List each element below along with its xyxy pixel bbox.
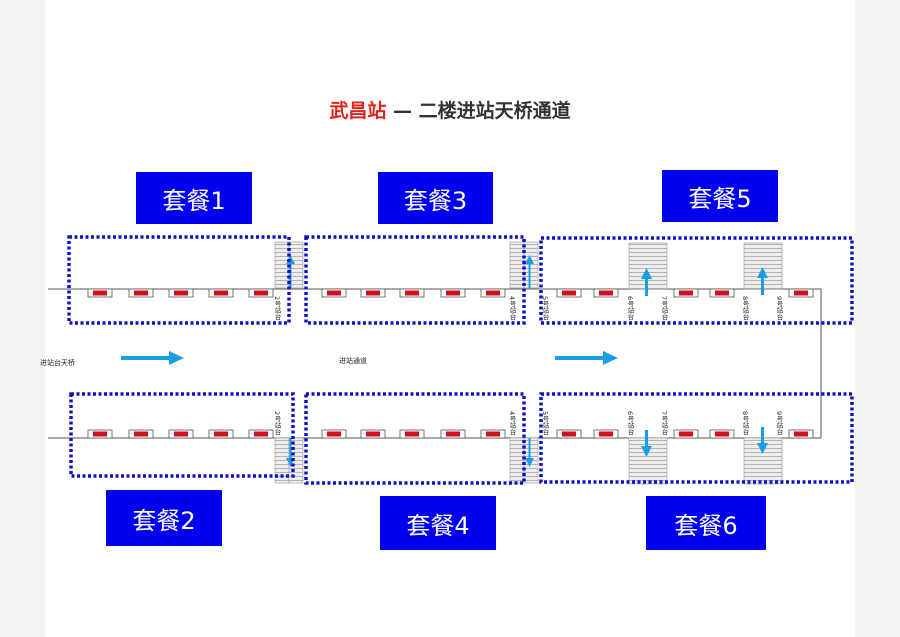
shop-unit-fill (327, 431, 341, 437)
bottom-shop-units (87, 429, 814, 439)
title-station-name: 武昌站 (329, 100, 387, 122)
package-3-outline (304, 235, 526, 325)
arrow-right-icon (121, 351, 184, 365)
shop-unit-fill (679, 290, 693, 296)
shop-unit-fill (174, 290, 188, 296)
shop-unit-fill (486, 431, 500, 437)
shop-unit-fill (405, 431, 419, 437)
shop-unit-fill (134, 431, 148, 437)
arrow-up-icon (641, 268, 652, 296)
package-2-outline (69, 392, 295, 478)
title-rest: — 二楼进站天桥通道 (386, 100, 571, 122)
shop-unit-fill (254, 431, 268, 437)
arrow-up-icon (525, 255, 534, 288)
top-shop-units (87, 288, 814, 298)
arrow-down-icon (757, 427, 768, 454)
stair-label-top-9: 9号站台 (775, 296, 783, 321)
stair-label-bottom-6: 6号站台 (626, 411, 634, 436)
mid-corridor-label: 进站通道 (339, 356, 367, 365)
shop-unit-fill (599, 290, 613, 296)
stair-label-bottom-7: 7号站台 (660, 411, 668, 436)
package-1-label: 套餐1 (136, 172, 252, 224)
package-6-label: 套餐6 (646, 496, 766, 550)
shop-unit-fill (794, 290, 808, 296)
stair-label-bottom-2: 2号站台 (273, 411, 281, 436)
arrow-down-icon (641, 430, 652, 457)
stair-label-top-7: 7号站台 (660, 296, 668, 321)
shop-unit-fill (679, 431, 693, 437)
shop-unit-fill (366, 431, 380, 437)
shop-unit-fill (794, 431, 808, 437)
stair-label-bottom-5: 5号站台 (541, 411, 549, 436)
package-1-outline (67, 235, 291, 325)
shop-unit-fill (327, 290, 341, 296)
package-5-outline (539, 236, 854, 325)
top-staircases (274, 241, 783, 290)
arrow-down-icon (525, 438, 534, 467)
stair-label-top-6: 6号站台 (626, 296, 634, 321)
package-6-outline (539, 392, 854, 484)
stair-label-top-5: 5号站台 (541, 296, 549, 321)
shop-unit-fill (214, 290, 228, 296)
package-3-label: 套餐3 (378, 172, 493, 224)
shop-unit-fill (446, 431, 460, 437)
shop-unit-fill (446, 290, 460, 296)
shop-unit-fill (93, 431, 107, 437)
shop-unit-fill (562, 431, 576, 437)
package-4-outline (304, 392, 526, 485)
shop-unit-fill (715, 431, 729, 437)
stair-label-bottom-9: 9号站台 (775, 411, 783, 436)
corridor-lines (48, 288, 822, 439)
shop-unit-fill (599, 431, 613, 437)
package-4-label: 套餐4 (380, 496, 496, 550)
shop-unit-fill (254, 290, 268, 296)
package-2-label: 套餐2 (106, 490, 222, 546)
shop-unit-fill (174, 431, 188, 437)
stair-label-top-2: 2号站台 (273, 296, 281, 321)
shop-unit-fill (405, 290, 419, 296)
stair-label-bottom-8: 8号站台 (741, 411, 749, 436)
package-outlines (67, 235, 854, 485)
shop-unit-fill (562, 290, 576, 296)
shop-unit-fill (486, 290, 500, 296)
shop-unit-fill (134, 290, 148, 296)
arrow-right-icon (555, 351, 618, 365)
page-title: 武昌站 — 二楼进站天桥通道 (0, 96, 900, 123)
bottom-stair-labels: 2号站台 4号站台 5号站台 6号站台 7号站台 8号站台 9号站台 (273, 411, 783, 436)
package-5-label: 套餐5 (662, 170, 778, 222)
left-corridor-label: 进站台天桥 (40, 358, 75, 367)
arrow-up-icon (757, 267, 768, 295)
stair-label-bottom-4: 4号站台 (508, 411, 516, 436)
stair-label-top-8: 8号站台 (741, 296, 749, 321)
stair-label-top-4: 4号站台 (508, 296, 516, 321)
shop-unit-fill (366, 290, 380, 296)
top-stair-labels: 2号站台 4号站台 5号站台 6号站台 7号站台 8号站台 9号站台 (273, 296, 783, 321)
shop-unit-fill (93, 290, 107, 296)
shop-unit-fill (715, 290, 729, 296)
shop-unit-fill (214, 431, 228, 437)
